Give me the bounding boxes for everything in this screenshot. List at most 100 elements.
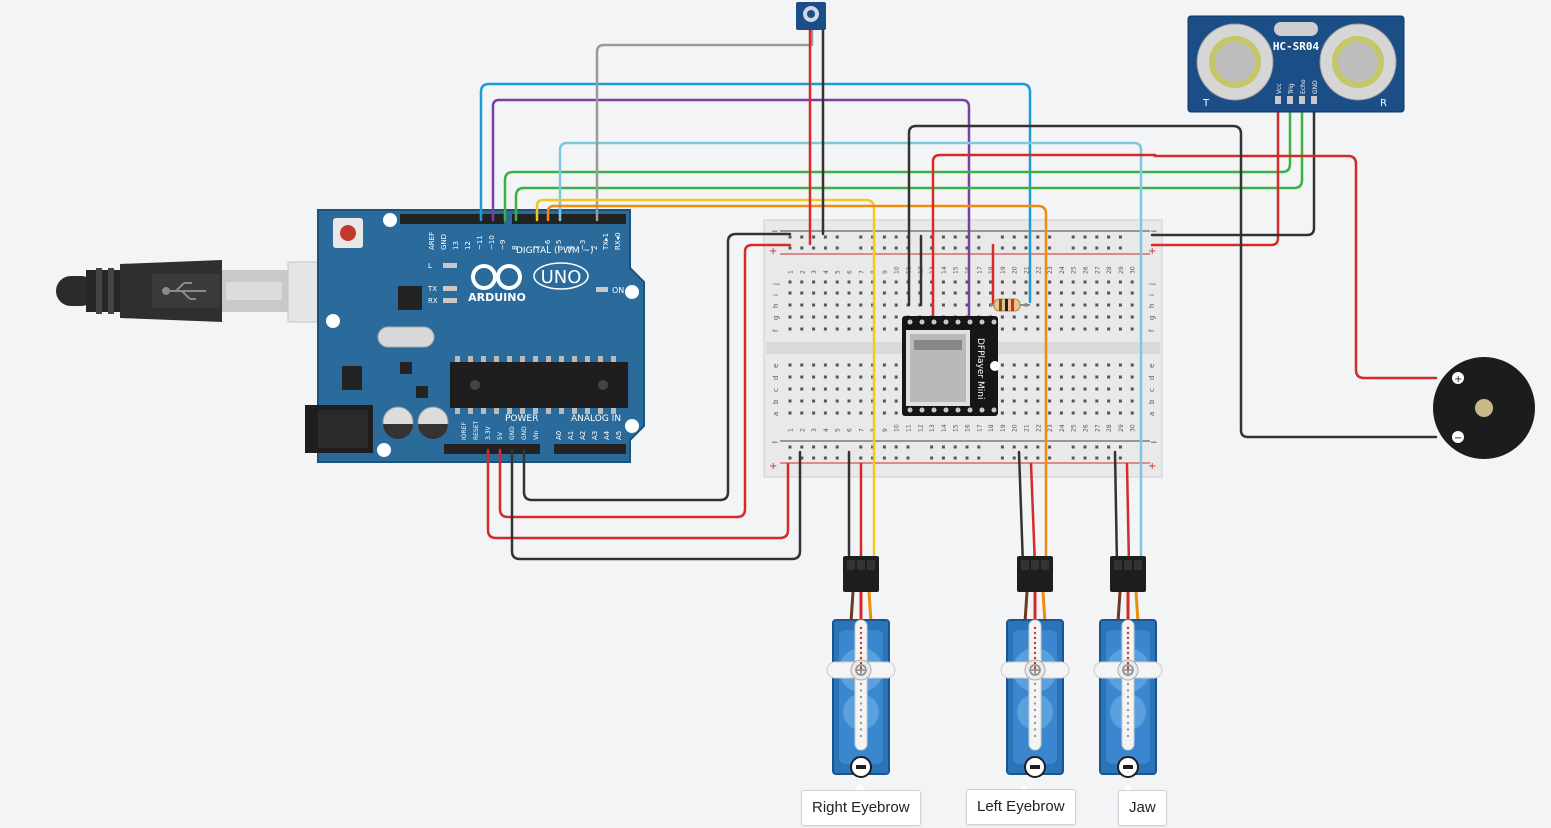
breadboard-hole (1036, 315, 1040, 319)
breadboard-hole (930, 291, 934, 295)
wire-red-servo3 (1125, 462, 1131, 568)
breadboard-hole (800, 411, 804, 415)
breadboard-hole (835, 315, 839, 319)
power-pin-label: Vin (533, 430, 540, 440)
breadboard-hole (894, 375, 898, 379)
wire-gray-pin2 (595, 28, 814, 222)
wire-blue-pin11 (479, 82, 1032, 304)
breadboard: 1122334455667788991010111112121313141415… (763, 219, 1163, 478)
sensor-pin-label: Trig (1288, 83, 1295, 95)
breadboard-hole (894, 280, 898, 284)
reset-button[interactable] (333, 218, 363, 248)
breadboard-rail-hole (871, 235, 875, 239)
breadboard-rail-hole (1071, 445, 1075, 449)
breadboard-rail-hole (1012, 456, 1016, 460)
breadboard-hole (847, 327, 851, 331)
breadboard-hole (788, 399, 792, 403)
breadboard-col-number: 19 (1000, 424, 1007, 432)
breadboard-col-number: 20 (1012, 424, 1019, 432)
breadboard-rail-hole (953, 235, 957, 239)
servo-right-eyebrow (826, 556, 896, 778)
breadboard-hole (823, 363, 827, 367)
breadboard-hole (847, 387, 851, 391)
servo-label-jaw[interactable]: Jaw (1118, 790, 1167, 826)
wire-red-buzzer (1153, 154, 1438, 380)
breadboard-rail-hole (941, 456, 945, 460)
svg-text:−: − (771, 227, 779, 237)
breadboard-hole (1118, 327, 1122, 331)
breadboard-rail-hole (871, 456, 875, 460)
breadboard-hole (1118, 303, 1122, 307)
breadboard-rail-hole (1000, 456, 1004, 460)
breadboard-hole (871, 303, 875, 307)
breadboard-rail-hole (1012, 445, 1016, 449)
breadboard-hole (1118, 375, 1122, 379)
breadboard-hole (1036, 291, 1040, 295)
breadboard-hole (1130, 411, 1134, 415)
breadboard-col-number: 23 (1047, 266, 1054, 274)
breadboard-hole (882, 291, 886, 295)
breadboard-hole (941, 280, 945, 284)
breadboard-row-letter: j (1148, 283, 1156, 286)
breadboard-hole (1130, 399, 1134, 403)
breadboard-rail-hole (1095, 445, 1099, 449)
sensor-t-mark: T (1202, 98, 1210, 109)
breadboard-rail-hole (930, 235, 934, 239)
breadboard-rail-hole (1000, 235, 1004, 239)
breadboard-rail-hole (1036, 246, 1040, 250)
breadboard-rail-hole (812, 235, 816, 239)
breadboard-hole (1059, 327, 1063, 331)
breadboard-hole (1000, 291, 1004, 295)
breadboard-hole (989, 280, 993, 284)
breadboard-col-number: 3 (811, 428, 818, 432)
buzzer-minus: − (1454, 433, 1462, 444)
servo-label-left-eyebrow[interactable]: Left Eyebrow (966, 789, 1076, 825)
breadboard-col-number: 19 (1000, 266, 1007, 274)
breadboard-hole (882, 399, 886, 403)
dfplayer-mini-module: DFPlayer Mini (902, 316, 1000, 416)
analog-pin-label: A0 (555, 431, 563, 440)
breadboard-row-letter: g (1148, 316, 1156, 320)
breadboard-col-number: 23 (1047, 424, 1054, 432)
label-tail (854, 784, 866, 791)
breadboard-hole (871, 315, 875, 319)
breadboard-hole (788, 375, 792, 379)
breadboard-hole (1036, 327, 1040, 331)
digital-pin-label: ~11 (476, 235, 484, 250)
breadboard-hole (1012, 327, 1016, 331)
breadboard-rail-hole (1095, 246, 1099, 250)
breadboard-hole (800, 315, 804, 319)
wire-red-5v-bottom (486, 448, 790, 540)
breadboard-rail-hole (1024, 246, 1028, 250)
breadboard-hole (1036, 303, 1040, 307)
breadboard-rail-hole (1012, 246, 1016, 250)
breadboard-col-number: 22 (1035, 266, 1042, 274)
breadboard-rail-hole (1107, 445, 1111, 449)
breadboard-hole (1083, 327, 1087, 331)
breadboard-hole (1000, 327, 1004, 331)
breadboard-hole (1048, 363, 1052, 367)
breadboard-hole (1059, 399, 1063, 403)
breadboard-hole (1012, 399, 1016, 403)
breadboard-hole (1024, 399, 1028, 403)
breadboard-rail-hole (1024, 445, 1028, 449)
wire-black-5v-gnd (522, 232, 792, 502)
breadboard-hole (1000, 375, 1004, 379)
breadboard-row-letter: a (1148, 412, 1156, 416)
servo-minus-icon (1117, 756, 1139, 778)
breadboard-col-number: 18 (988, 424, 995, 432)
breadboard-hole (859, 303, 863, 307)
servo-label-right-eyebrow[interactable]: Right Eyebrow (801, 790, 921, 826)
svg-text:−: − (771, 438, 779, 448)
breadboard-rail-hole (941, 445, 945, 449)
breadboard-hole (812, 327, 816, 331)
breadboard-rail-hole (1048, 246, 1052, 250)
arduino-model-text: UNO (541, 267, 582, 288)
svg-text:−: − (1150, 438, 1158, 448)
breadboard-hole (847, 291, 851, 295)
breadboard-hole (823, 291, 827, 295)
breadboard-hole (930, 303, 934, 307)
